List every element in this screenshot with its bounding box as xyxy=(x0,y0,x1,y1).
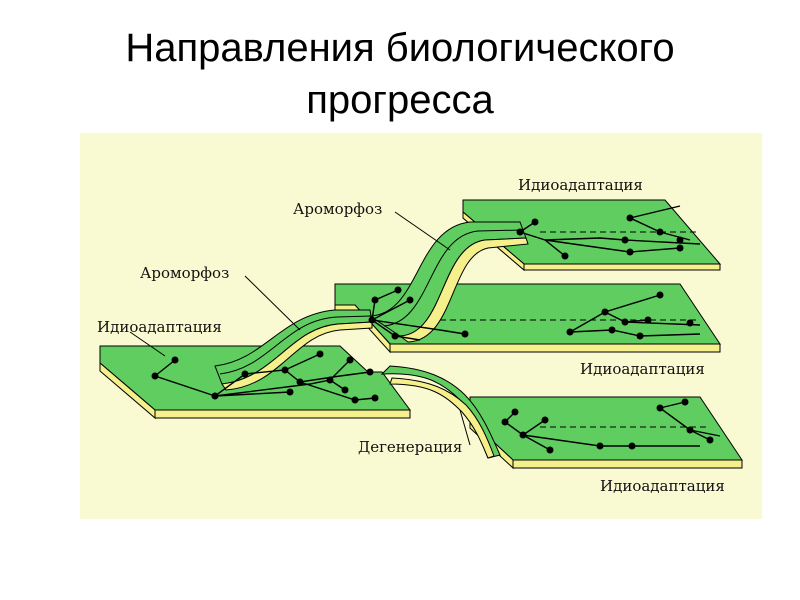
slide-title: Направления биологического прогресса xyxy=(0,22,800,126)
nodes-bottom xyxy=(501,398,714,454)
ribbon-aromorphosis-upper xyxy=(368,221,529,343)
label-degeneration: Дегенерация xyxy=(358,438,463,456)
label-aromorphosis-upper: Ароморфоз xyxy=(293,200,383,218)
label-aromorphosis-lower: Ароморфоз xyxy=(140,264,230,282)
label-idioadaptation-top: Идиоадаптация xyxy=(518,176,643,194)
label-idioadaptation-middle: Идиоадаптация xyxy=(580,360,705,378)
ribbon-degeneration xyxy=(380,365,501,459)
nodes-middle xyxy=(368,286,694,340)
title-line-2: прогресса xyxy=(306,78,494,122)
branches-middle xyxy=(371,289,701,341)
nodes-left xyxy=(151,350,379,404)
label-leaders xyxy=(129,211,471,446)
nodes-top xyxy=(516,214,684,260)
label-idioadaptation-left: Идиоадаптация xyxy=(97,318,222,336)
label-idioadaptation-bottom: Идиоадаптация xyxy=(600,477,725,495)
branches-left xyxy=(154,353,376,401)
title-line-1: Направления биологического xyxy=(125,26,675,70)
